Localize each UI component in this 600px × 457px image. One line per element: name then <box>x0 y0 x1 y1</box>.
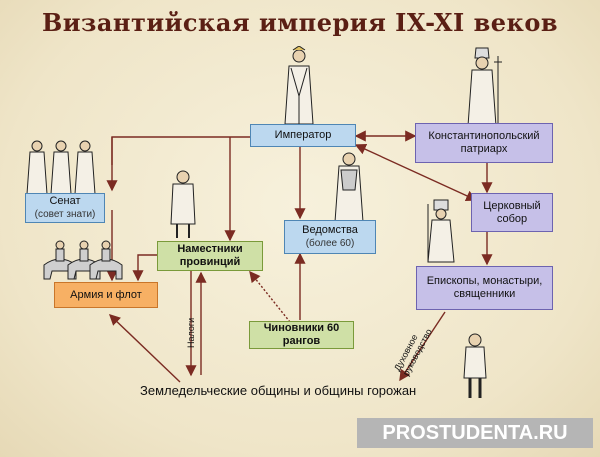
senate-label: Сенат <box>49 195 81 207</box>
army-node: Армия и флот <box>54 282 158 308</box>
governors-label: Наместники провинций <box>177 243 243 268</box>
ministries-sublabel: (более 60) <box>305 238 355 249</box>
clergy-node: Епископы, монастыри, священники <box>416 266 553 310</box>
council-label: Церковный собор <box>483 199 541 225</box>
council-node: Церковный собор <box>471 193 553 232</box>
patriarch-label: Константинопольский патриарх <box>428 130 540 155</box>
governor-figure-icon <box>170 170 196 238</box>
watermark-pro: PRO <box>382 421 426 444</box>
patriarch-node: Константинопольский патриарх <box>415 123 553 163</box>
clergy-label: Епископы, монастыри, священники <box>426 275 543 300</box>
officials-node: Чиновники 60 рангов <box>249 321 354 349</box>
senators-figure-icon <box>26 140 96 195</box>
edge-emperor-council <box>354 143 478 202</box>
edge-communities-army <box>108 314 181 383</box>
communities-label: Земледельческие общины и общины горожан <box>140 383 417 398</box>
taxes-label: Налоги <box>186 317 196 348</box>
senate-sublabel: (совет знати) <box>34 209 96 220</box>
ministries-node: Ведомства (более 60) <box>284 220 376 254</box>
senate-node: Сенат (совет знати) <box>25 193 105 223</box>
emperor-label: Император <box>274 129 332 141</box>
governors-node: Наместники провинций <box>157 241 263 271</box>
peasant-figure-icon <box>463 333 487 398</box>
bishop-figure-icon <box>427 199 455 263</box>
official-figure-icon <box>334 152 364 223</box>
diagram-title: Византийская империя IX-XI веков <box>41 8 559 37</box>
watermark-rest: STUDENTA.RU <box>425 421 568 444</box>
edge-officials-governors <box>249 270 291 323</box>
patriarch-figure-icon <box>467 47 502 127</box>
emperor-node: Император <box>250 124 356 147</box>
edge-clergy-communities <box>399 311 446 382</box>
edge-governors-army <box>132 254 157 282</box>
army-label: Армия и флот <box>70 288 142 301</box>
ministries-label: Ведомства <box>302 224 358 236</box>
cavalry-figure-icon <box>43 240 123 280</box>
officials-label: Чиновники 60 рангов <box>263 322 340 347</box>
emperor-figure-icon <box>284 46 314 125</box>
